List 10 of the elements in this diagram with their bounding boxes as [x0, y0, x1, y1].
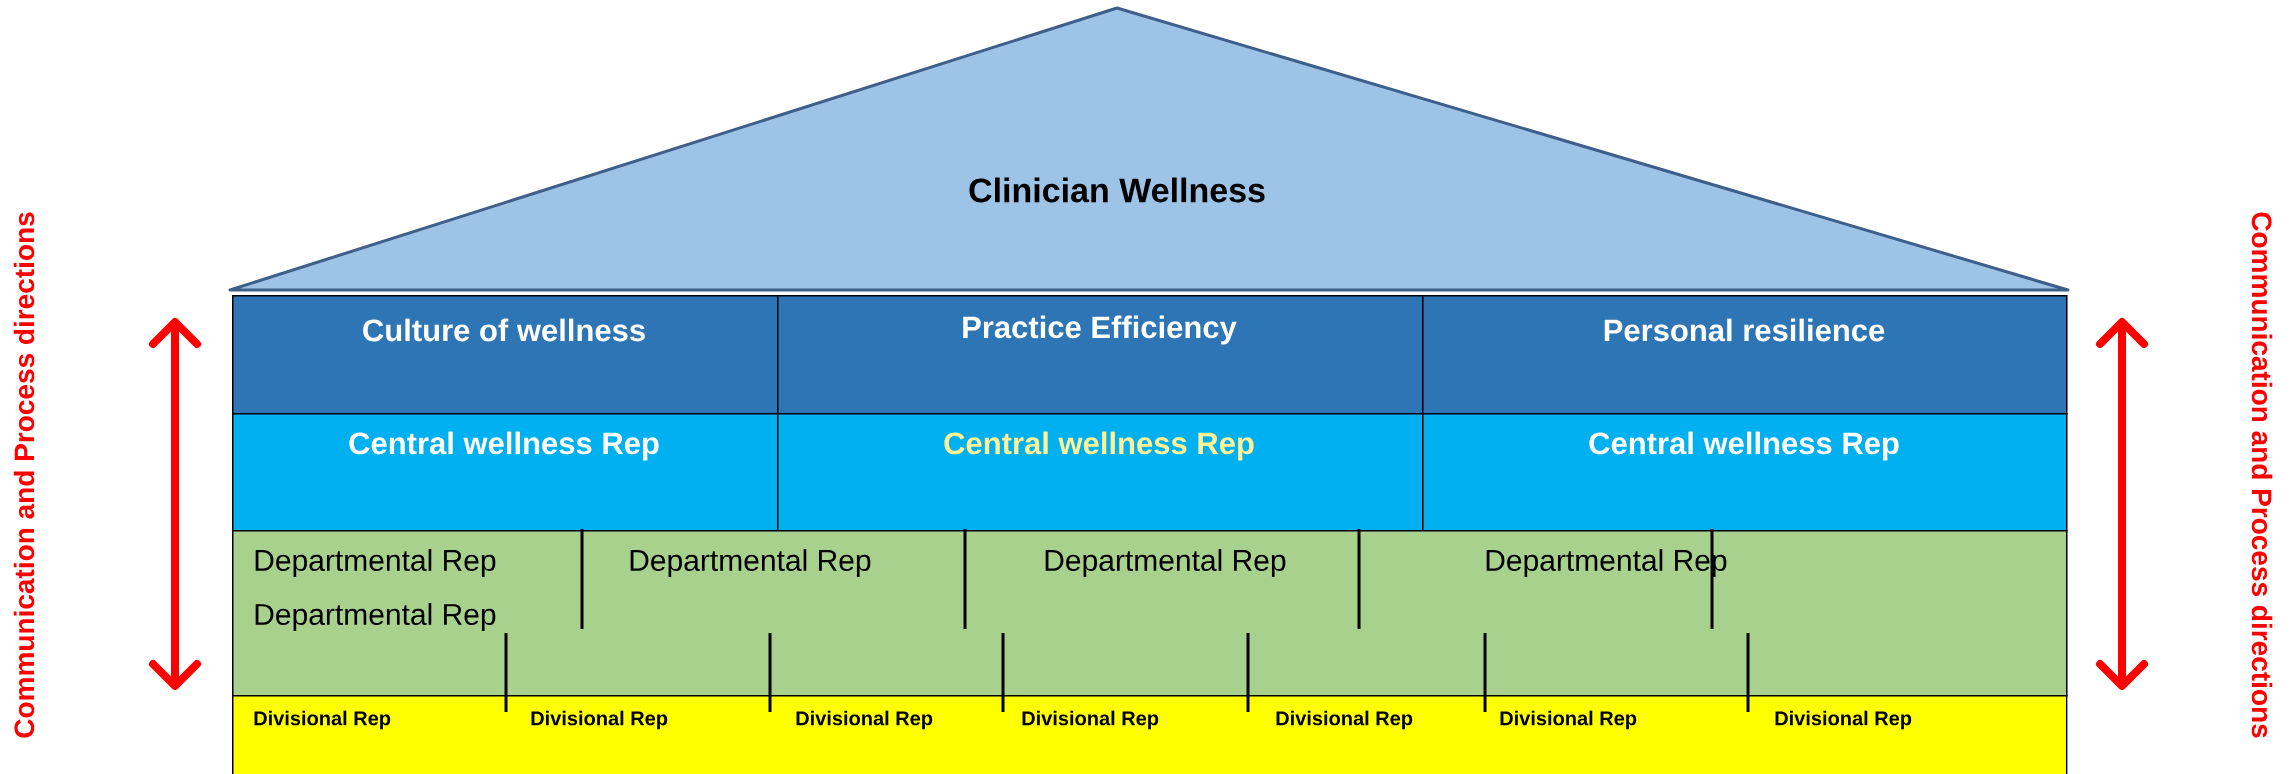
header-box: Personal resilience: [1422, 295, 2068, 415]
side-label: Communication and Process directions: [2251, 212, 2273, 738]
rep-box: Central wellness Rep: [777, 413, 1424, 532]
roof-triangle: Clinician Wellness: [228, 6, 2070, 292]
header-box: Culture of wellness: [232, 295, 779, 415]
rep-box: Central wellness Rep: [1422, 413, 2068, 532]
side-label: Communication and Process directions: [13, 212, 35, 738]
band: Divisional Rep Divisional Rep Divisional Rep Divisional Rep Divisional Rep Divisional Rep Divisional Rep: [232, 695, 2068, 774]
rep-box: Central wellness Rep: [232, 413, 779, 532]
header-box: Practice Efficiency: [777, 295, 1424, 415]
